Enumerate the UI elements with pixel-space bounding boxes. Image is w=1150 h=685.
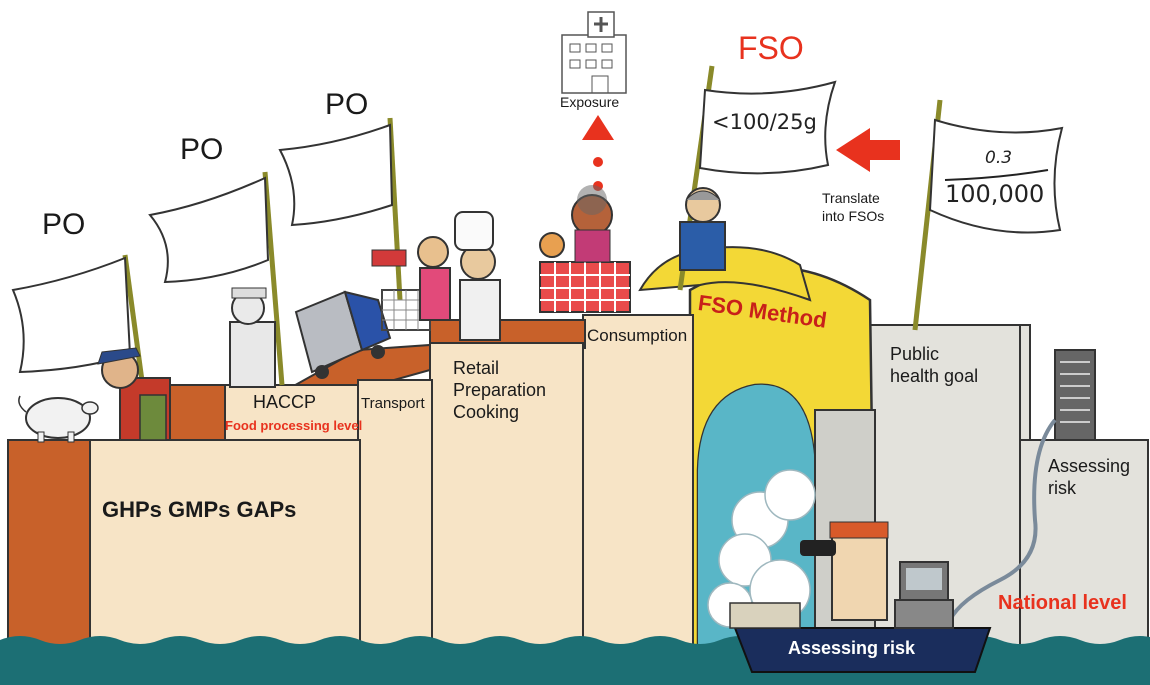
consumption-label: Consumption bbox=[587, 326, 688, 345]
goal-fraction-numerator: 0.3 bbox=[985, 148, 1013, 168]
truck-icon bbox=[294, 290, 392, 379]
po-label-3: PO bbox=[325, 88, 369, 121]
public-health-label-2: health goal bbox=[890, 366, 979, 386]
goal-fraction-denominator: 100,000 bbox=[945, 180, 1045, 208]
exposure-arrow-icon bbox=[582, 115, 614, 191]
translate-label-2: into FSOs bbox=[822, 208, 885, 224]
po-label-2: PO bbox=[180, 133, 224, 166]
hospital-icon bbox=[561, 11, 627, 94]
national-level-label: National level bbox=[998, 592, 1127, 614]
po-label-1: PO bbox=[42, 208, 86, 241]
shopping-cart-icon bbox=[371, 236, 451, 331]
farmer-icon bbox=[97, 347, 171, 441]
transport-block bbox=[357, 379, 433, 646]
exposure-label: Exposure bbox=[560, 94, 620, 110]
computer-icon bbox=[894, 561, 954, 629]
assessing-risk-right-2: risk bbox=[1048, 478, 1076, 498]
retail-block bbox=[429, 342, 584, 646]
ghps-label: GHPs GMPs GAPs bbox=[102, 497, 297, 522]
food-processing-label: Food processing level bbox=[225, 418, 363, 433]
boat-assessing-risk-label: Assessing risk bbox=[788, 638, 916, 658]
public-health-label-1: Public bbox=[890, 344, 940, 364]
fso-flag-value: <100/25g bbox=[712, 110, 817, 134]
server-rack-icon bbox=[948, 349, 1096, 621]
retail-label-3: Cooking bbox=[453, 402, 520, 422]
public-health-block bbox=[869, 324, 1031, 646]
official-icon bbox=[679, 187, 726, 271]
pig-icon bbox=[18, 395, 99, 443]
family-table-icon bbox=[539, 185, 631, 313]
ghps-block bbox=[89, 439, 361, 646]
translate-label-1: Translate bbox=[822, 190, 880, 206]
assessing-risk-right-1: Assessing bbox=[1048, 456, 1131, 476]
po-flag-2 bbox=[148, 171, 285, 386]
consumption-block bbox=[582, 314, 694, 646]
goal-flag bbox=[912, 99, 1064, 331]
retail-label-1: Retail bbox=[453, 358, 500, 378]
haccp-label: HACCP bbox=[253, 392, 317, 412]
translate-arrow-icon bbox=[836, 128, 900, 172]
retail-label-2: Preparation bbox=[453, 380, 547, 400]
chef-icon bbox=[454, 211, 501, 341]
binoculars-icon bbox=[800, 521, 889, 621]
po-flag-3 bbox=[278, 117, 403, 301]
worker-icon bbox=[229, 287, 276, 388]
ghps-block-side bbox=[7, 439, 93, 646]
transport-label: Transport bbox=[361, 395, 425, 412]
fso-title: FSO bbox=[738, 30, 804, 66]
